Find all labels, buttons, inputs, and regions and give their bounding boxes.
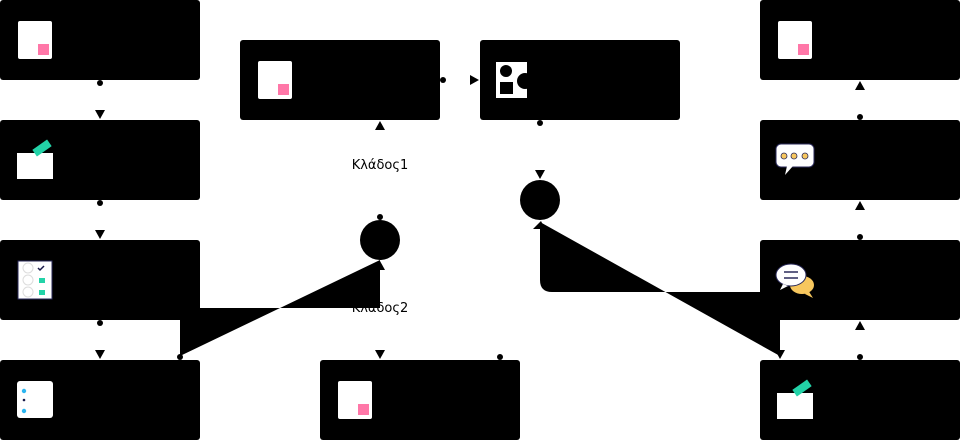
document-icon — [338, 381, 372, 419]
edge-right-fill — [540, 222, 780, 356]
edge-branch2-stub — [180, 308, 182, 356]
speech-bubble-icon — [775, 143, 815, 175]
node-1[interactable] — [0, 0, 200, 80]
node-5[interactable] — [240, 40, 440, 120]
node-2[interactable] — [0, 120, 200, 200]
node-8[interactable] — [760, 0, 960, 80]
edge-right-stub — [778, 292, 780, 352]
gateway-2[interactable] — [520, 180, 560, 220]
checklist-icon — [17, 260, 53, 300]
branch-label-1: Κλάδος1 — [352, 158, 409, 173]
chat-bubbles-icon — [775, 263, 814, 298]
node-3[interactable] — [0, 240, 200, 320]
document-icon — [18, 21, 52, 59]
document-icon — [778, 21, 812, 59]
node-9[interactable] — [760, 120, 960, 200]
connector-markers — [95, 75, 865, 360]
node-10[interactable] — [760, 240, 960, 320]
document-icon — [258, 61, 292, 99]
shapes-icon — [496, 62, 533, 98]
gateway-1[interactable] — [360, 220, 400, 260]
node-11[interactable] — [760, 360, 960, 440]
node-4[interactable] — [0, 360, 200, 440]
node-6[interactable] — [320, 360, 520, 440]
node-7[interactable] — [480, 40, 680, 120]
list-icon — [17, 381, 53, 418]
edge-branch2-fill — [180, 260, 380, 356]
branch-label-2: Κλάδος2 — [352, 301, 409, 316]
